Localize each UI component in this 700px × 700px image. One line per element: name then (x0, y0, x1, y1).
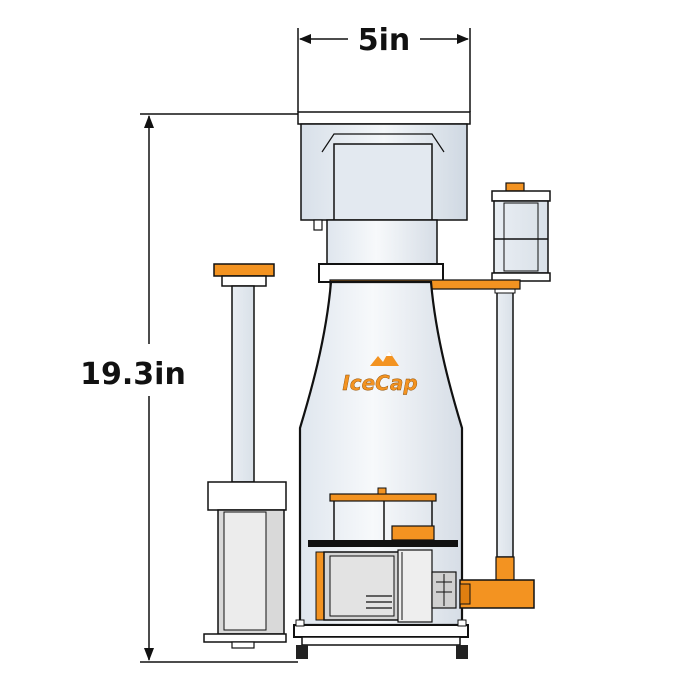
width-dimension: 5in (297, 23, 471, 112)
outlet-box-inner (223, 511, 267, 631)
width-arrowhead-left (299, 34, 311, 44)
air-tube-orange-base (495, 556, 515, 584)
width-arrowhead-right (457, 34, 469, 44)
silencer-top (491, 190, 551, 202)
pump-housing-panel (329, 555, 395, 617)
mountain-snow-icon (386, 351, 392, 356)
base-plate (293, 624, 469, 638)
air-tube (496, 280, 514, 558)
height-label: 19.3in (80, 357, 186, 392)
chamber-plate (308, 540, 458, 547)
mountain-icon (370, 351, 399, 366)
cup-lid (297, 111, 471, 125)
base-bolt-right (457, 619, 467, 627)
height-dimension: 19.3in (80, 113, 298, 663)
base-foot-left (296, 645, 308, 659)
outlet-box-foot (231, 641, 255, 649)
neck-collar (318, 263, 444, 283)
needle-wheel-pump (315, 549, 457, 623)
outlet-box-top (207, 481, 287, 511)
outlet-box-base (203, 633, 287, 643)
base-assembly (293, 619, 469, 659)
brand-logo-text: IceCap (342, 371, 417, 395)
pump-outlet-orange (391, 525, 435, 541)
silencer-bottom (491, 272, 551, 282)
pump-housing-left-orange (315, 551, 325, 621)
air-intake-assembly (491, 182, 551, 558)
silencer-body (493, 200, 549, 274)
outlet-pipe (203, 263, 287, 649)
external-pump-body (459, 556, 535, 609)
outlet-pipe-collar (221, 275, 267, 287)
pump-body-inlet (459, 583, 471, 605)
pump-body-orange (459, 579, 535, 609)
base-foot-right (456, 645, 468, 659)
silencer-cap (505, 182, 525, 192)
height-arrowhead-top (144, 115, 154, 128)
outlet-pipe-cap (213, 263, 275, 277)
skimmer-neck (326, 219, 438, 265)
outlet-pipe-tube (231, 285, 255, 483)
base-bolt-left (295, 619, 305, 627)
cup-riser-upper (333, 143, 433, 221)
cup-riser-lip (321, 133, 445, 153)
pump-volute (397, 549, 433, 623)
width-label: 5in (358, 23, 411, 58)
diffuser-top-tab (377, 487, 387, 495)
silencer-inner (503, 202, 539, 272)
height-arrowhead-bottom (144, 648, 154, 661)
base-spacer (301, 636, 461, 646)
diffuser-plate-assembly (308, 487, 458, 547)
cup-drain-nub (313, 219, 323, 231)
diffuser-top (329, 493, 437, 502)
icecap-logo: IceCap (342, 351, 418, 395)
collection-cup (297, 111, 471, 231)
